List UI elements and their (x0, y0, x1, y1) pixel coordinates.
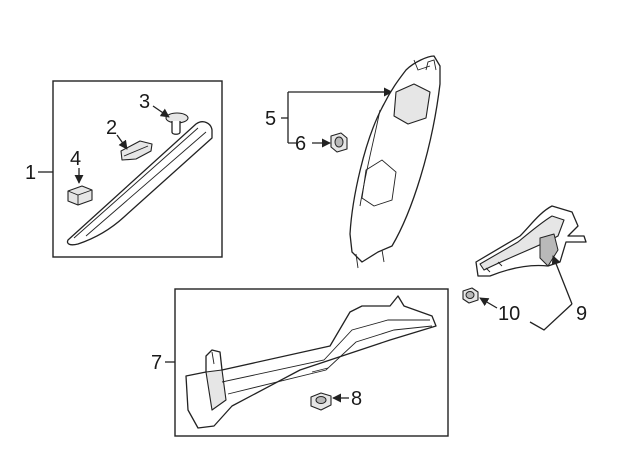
nut-part-10[interactable] (462, 287, 479, 304)
a-pillar-trim-part[interactable] (66, 121, 213, 246)
push-pin-part-3[interactable] (165, 112, 189, 135)
callout-9[interactable]: 9 (576, 303, 587, 325)
callout-2[interactable]: 2 (106, 117, 117, 139)
b-pillar-trim-part[interactable] (349, 55, 441, 269)
kick-panel-part-9[interactable] (475, 205, 587, 277)
callout-4[interactable]: 4 (70, 148, 81, 170)
pad-part-4[interactable] (67, 185, 93, 206)
callout-9-arrow (551, 255, 573, 305)
callout-3[interactable]: 3 (139, 91, 150, 113)
callout-6[interactable]: 6 (295, 133, 306, 155)
callout-1[interactable]: 1 (25, 162, 36, 184)
nut-part-6[interactable] (330, 132, 348, 153)
clip-part-2[interactable] (120, 140, 153, 161)
callout-9-bracket (529, 303, 573, 331)
callout-10[interactable]: 10 (498, 303, 520, 325)
callout-2-arrow (116, 134, 128, 150)
callout-7[interactable]: 7 (151, 352, 162, 374)
sill-plate-part-7[interactable] (185, 295, 437, 429)
callout-8[interactable]: 8 (351, 388, 362, 410)
callout-3-arrow (152, 105, 170, 118)
callout-10-arrow (479, 297, 498, 309)
group-box-1 (52, 80, 223, 258)
callout-5[interactable]: 5 (265, 108, 276, 130)
nut-part-8[interactable] (310, 392, 332, 411)
